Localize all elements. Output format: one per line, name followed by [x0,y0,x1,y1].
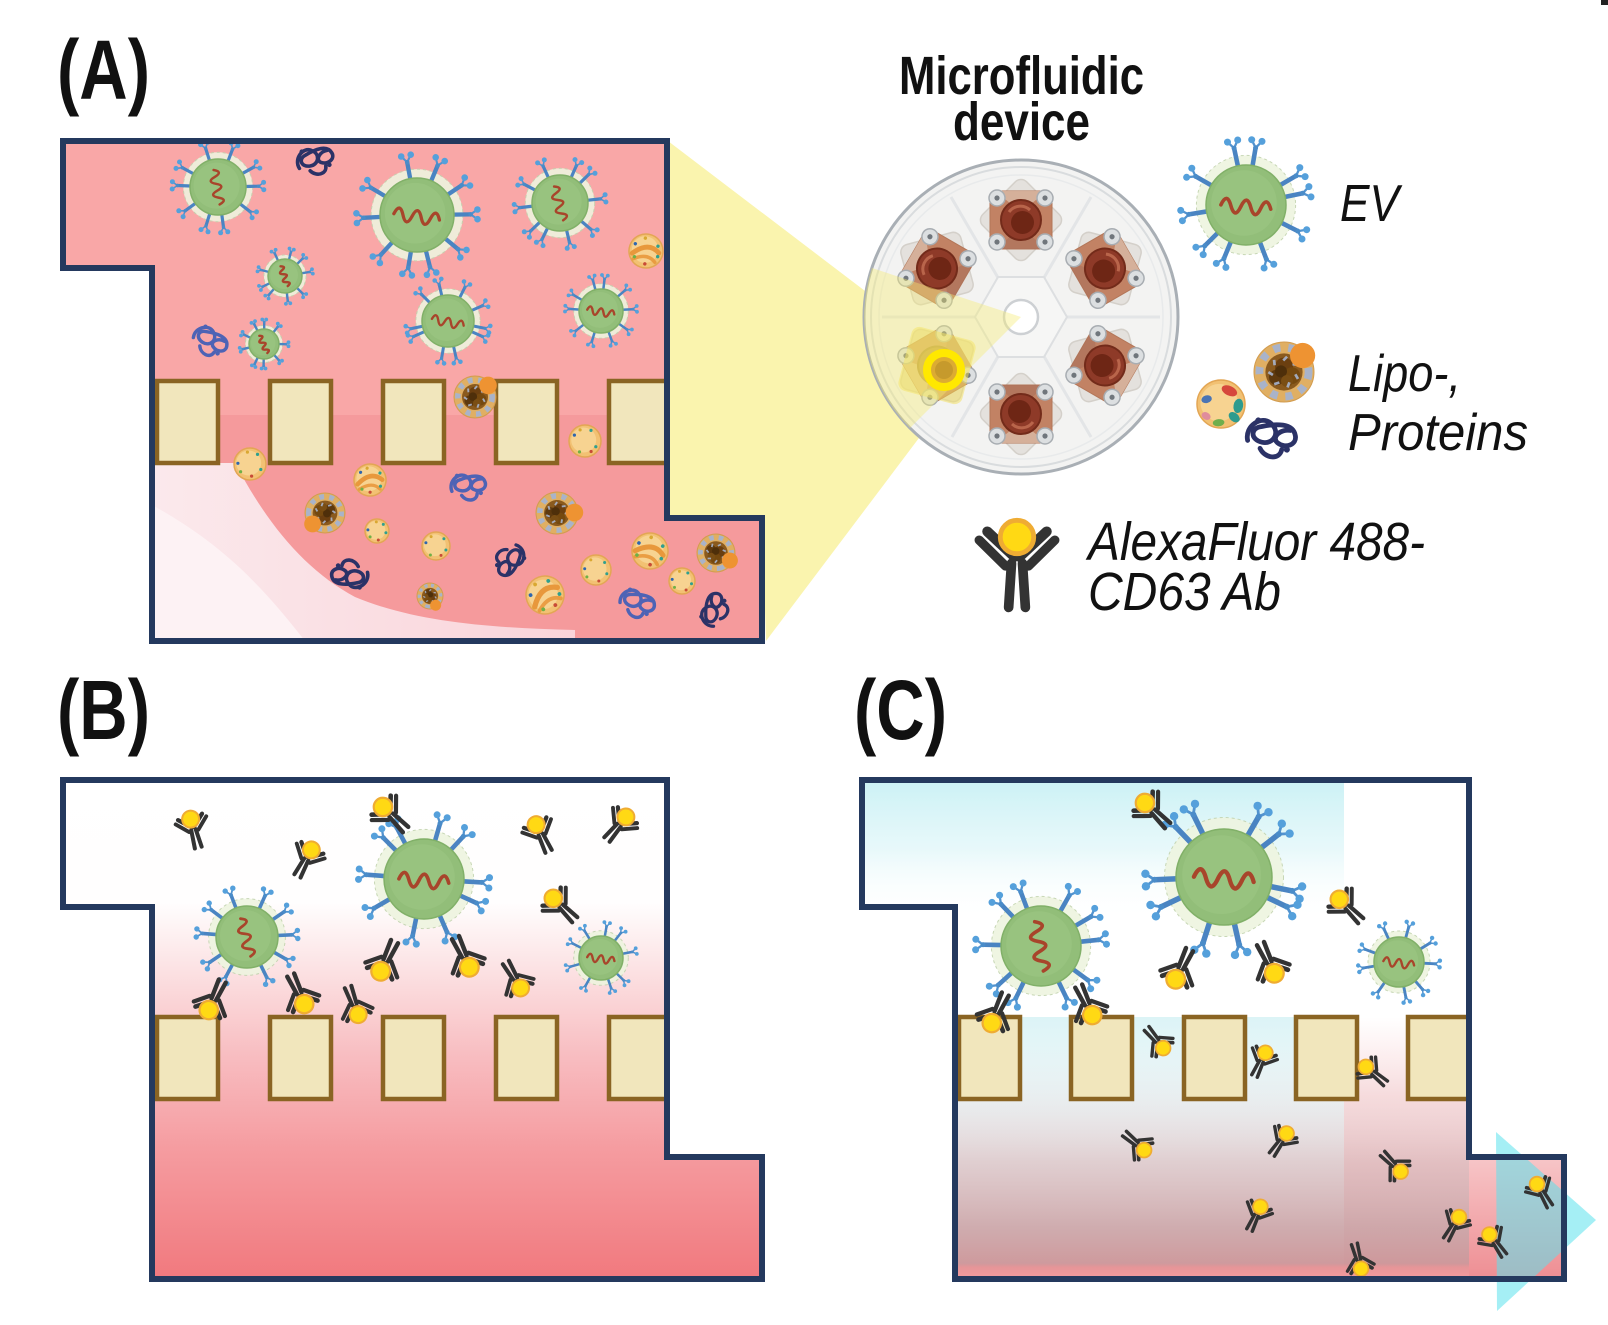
svg-text:device: device [953,92,1090,152]
svg-text:Lipo-,: Lipo-, [1348,345,1461,403]
svg-text:Microfluidic: Microfluidic [899,46,1144,106]
svg-text:(B): (B) [57,663,150,757]
svg-text:Proteins: Proteins [1348,404,1528,462]
svg-text:(A): (A) [57,23,150,117]
svg-text:EV: EV [1340,175,1403,233]
svg-text:CD63 Ab: CD63 Ab [1088,562,1281,622]
svg-text:(C): (C) [854,663,947,757]
svg-text:AlexaFluor 488-: AlexaFluor 488- [1085,512,1425,572]
